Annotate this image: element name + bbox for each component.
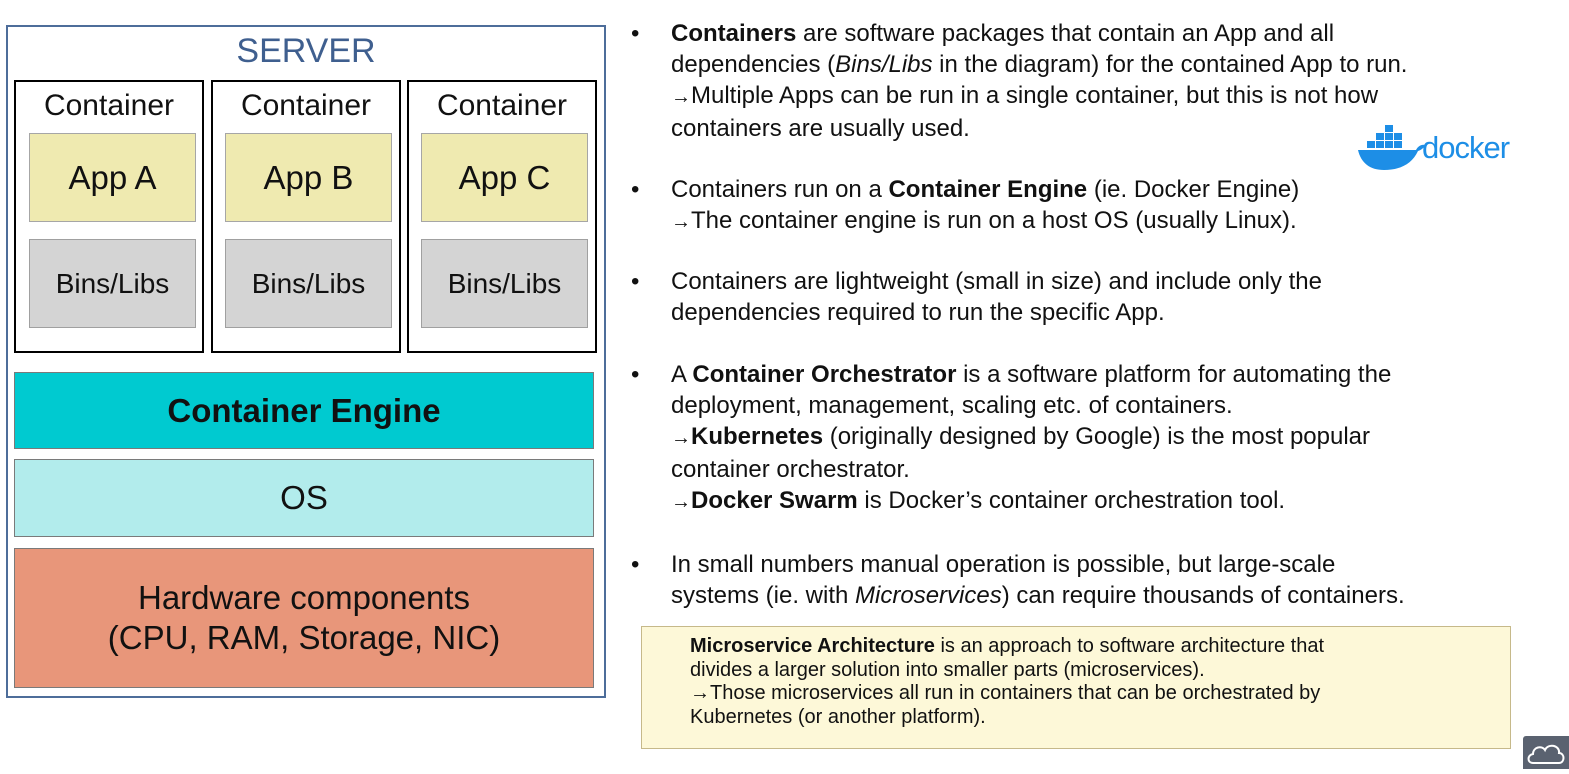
container-box-b — [211, 80, 401, 353]
term-container-engine: Container Engine — [888, 176, 1088, 203]
bins-libs-c-box: Bins/Libs — [421, 239, 588, 328]
cloud-logo-icon — [1523, 736, 1569, 769]
docker-whale-icon — [1358, 125, 1425, 170]
microservice-note-box — [641, 626, 1511, 749]
bullet-dot: • — [631, 361, 640, 388]
app-b-box: App B — [225, 133, 392, 222]
server-box — [6, 25, 606, 698]
os-layer: OS — [14, 459, 594, 537]
term-microservice-architecture: Microservice Architecture — [690, 635, 935, 657]
microservice-note-text: Microservice Architecture is an approach… — [690, 635, 1325, 728]
bullet-dot: • — [631, 551, 640, 578]
bullet-dot: • — [631, 20, 640, 47]
container-box-a — [14, 80, 204, 353]
app-a-box: App A — [29, 133, 196, 222]
bullet-dot: • — [631, 176, 640, 203]
container-label-c: Container — [436, 89, 568, 122]
hardware-line-2: (CPU, RAM, Storage, NIC) — [107, 619, 501, 656]
bullet-orchestrator: • A Container Orchestrator is a software… — [631, 361, 1392, 514]
arrow-icon: → — [671, 427, 691, 449]
term-container-orchestrator: Container Orchestrator — [692, 361, 957, 388]
bullet-containers: • Containers are software packages that … — [631, 20, 1408, 142]
container-label-b: Container — [240, 89, 372, 122]
docker-logo: docker — [1356, 124, 1531, 172]
arrow-icon: → — [690, 682, 710, 704]
term-kubernetes: Kubernetes — [691, 423, 824, 450]
app-c-box: App C — [421, 133, 588, 222]
term-containers: Containers — [671, 20, 797, 47]
bullet-microservices: • In small numbers manual operation is p… — [631, 551, 1405, 609]
arrow-icon: → — [671, 211, 691, 233]
server-label: SERVER — [236, 32, 376, 70]
hardware-layer: Hardware components (CPU, RAM, Storage, … — [14, 548, 594, 688]
bullet-container-engine: • Containers run on a Container Engine (… — [631, 176, 1300, 234]
bullet-lightweight: • Containers are lightweight (small in s… — [631, 268, 1322, 326]
hardware-line-1: Hardware components — [138, 579, 470, 616]
cloud-icon — [1527, 744, 1565, 764]
container-label-a: Container — [43, 89, 175, 122]
docker-wordmark: docker — [1422, 130, 1510, 165]
bins-libs-a-box: Bins/Libs — [29, 239, 196, 328]
arrow-icon: → — [671, 86, 691, 108]
arrow-icon: → — [671, 491, 691, 513]
bullet-dot: • — [631, 268, 640, 295]
bins-libs-b-box: Bins/Libs — [225, 239, 392, 328]
container-box-c — [407, 80, 597, 353]
term-docker-swarm: Docker Swarm — [691, 487, 858, 514]
container-engine-layer: Container Engine — [14, 372, 594, 449]
